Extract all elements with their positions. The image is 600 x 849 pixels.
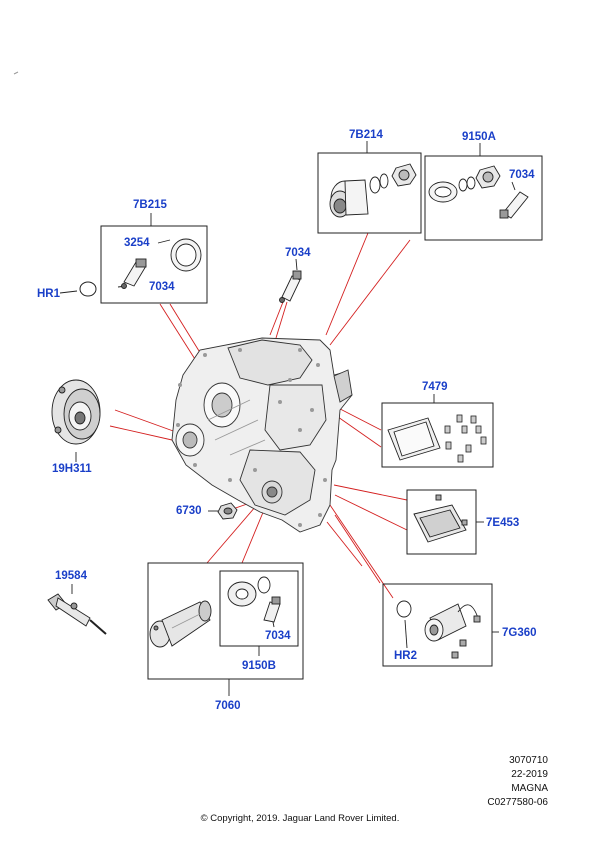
oil-pump-19h311	[51, 379, 101, 445]
callout-7060[interactable]: 7060	[215, 700, 241, 712]
callout-7479[interactable]: 7479	[422, 381, 448, 393]
box-9150a	[424, 155, 543, 241]
box-7060	[147, 562, 304, 680]
box-7b214	[317, 152, 422, 234]
part-boxes	[100, 152, 543, 680]
label-connectors	[59, 141, 516, 696]
sensor-kit-7b215	[121, 238, 202, 289]
cover-plate-7479	[387, 417, 441, 461]
seal-kit-9150a	[428, 165, 529, 219]
callout-7e453[interactable]: 7E453	[486, 517, 520, 529]
callout-7034-mid[interactable]: 7034	[285, 247, 311, 259]
box-7479	[381, 402, 494, 468]
copyright-notice: © Copyright, 2019. Jaguar Land Rover Lim…	[200, 813, 400, 824]
drain-plug-6730	[217, 502, 238, 520]
diagram-supplier: MAGNA	[511, 783, 548, 794]
callout-hr1[interactable]: HR1	[37, 288, 61, 300]
callout-7034-left[interactable]: 7034	[149, 281, 175, 293]
callout-7034-top-right[interactable]: 7034	[509, 169, 535, 181]
sealant-tube-19584	[47, 593, 107, 635]
transfer-case-housing	[171, 337, 353, 533]
callout-19584[interactable]: 19584	[55, 570, 87, 582]
control-module-7e453	[413, 494, 468, 543]
callout-7b214[interactable]: 7B214	[349, 129, 383, 141]
callout-19h311[interactable]: 19H311	[52, 463, 92, 475]
o-ring-hr1	[79, 281, 97, 297]
callout-6730[interactable]: 6730	[176, 505, 202, 517]
callout-9150a[interactable]: 9150A	[462, 131, 496, 143]
leader-lines	[109, 232, 411, 599]
diagram-date: 22-2019	[511, 769, 548, 780]
callout-9150b[interactable]: 9150B	[242, 660, 276, 672]
box-7b215	[100, 225, 208, 304]
callout-3254[interactable]: 3254	[124, 237, 150, 249]
callout-7g360[interactable]: 7G360	[502, 627, 537, 639]
sensor-7034-mid	[279, 270, 302, 303]
seal-kit-9150b	[227, 576, 281, 623]
bolts-7479	[444, 414, 487, 463]
callout-hr2[interactable]: HR2	[394, 650, 418, 662]
box-7g360	[382, 583, 493, 667]
shift-motor-7g360	[396, 600, 481, 659]
output-flange-7060	[149, 600, 212, 648]
diagram-number: 3070710	[509, 755, 548, 766]
seal-nut-assembly-7b214	[329, 163, 417, 218]
callout-7b215[interactable]: 7B215	[133, 199, 167, 211]
callout-7034-bottom[interactable]: 7034	[265, 630, 291, 642]
diagram-ref: C0277580-06	[487, 797, 548, 808]
corner-mark	[13, 71, 19, 75]
